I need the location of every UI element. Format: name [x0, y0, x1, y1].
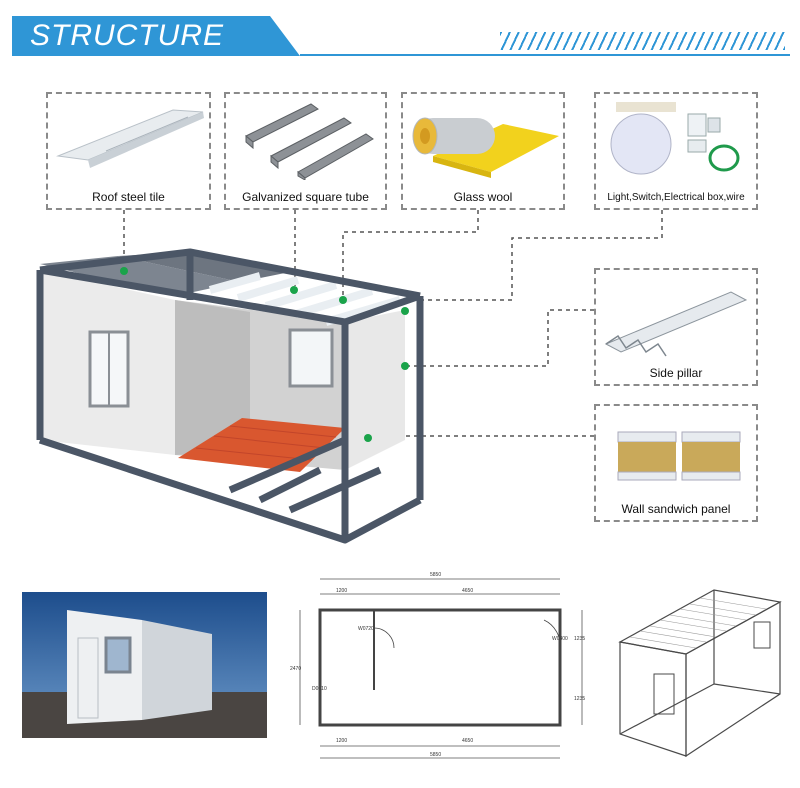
- dim-height-left: 2470: [290, 666, 301, 672]
- wall-panel-image: [617, 431, 741, 481]
- component-box-glass-wool: Glass wool: [401, 92, 565, 210]
- side-pillar-image: [604, 291, 748, 357]
- component-box-square-tube: Galvanized square tube: [224, 92, 387, 210]
- caption-roof-tile: Roof steel tile: [92, 190, 165, 204]
- floor-plan: 5850 1200 4650 2470 W0720 W0800 1235 123…: [290, 572, 585, 759]
- dim-right-bottom: 4650: [462, 738, 473, 744]
- caption-side-pillar: Side pillar: [649, 366, 703, 380]
- square-tube-image: [245, 103, 374, 180]
- dim-overall-bottom: 5850: [430, 752, 441, 758]
- header-band: [12, 16, 222, 56]
- glass-wool-image: [412, 117, 559, 178]
- header-hatch-decoration: [500, 32, 785, 50]
- header-band-tail: [210, 16, 300, 56]
- caption-electrical: Light,Switch,Electrical box,wire: [607, 192, 745, 203]
- wireframe-3d: [618, 589, 782, 758]
- dim-right-top: 4650: [462, 588, 473, 594]
- dim-left-top: 1200: [336, 588, 347, 594]
- caption-glass-wool: Glass wool: [453, 190, 513, 204]
- caption-wall-panel: Wall sandwich panel: [621, 502, 731, 516]
- component-box-wall-panel: Wall sandwich panel: [594, 404, 758, 522]
- component-box-roof-tile: Roof steel tile: [46, 92, 211, 210]
- header-underline: [300, 54, 790, 56]
- page-title: STRUCTURE: [30, 19, 224, 52]
- electrical-image: [610, 102, 740, 175]
- dim-door: W0720: [358, 626, 374, 632]
- component-box-electrical: Light,Switch,Electrical box,wire: [594, 92, 758, 210]
- container-photo: [22, 592, 267, 738]
- roof-tile-image: [56, 109, 204, 168]
- caption-square-tube: Galvanized square tube: [242, 190, 369, 204]
- dim-left-bottom: 1200: [336, 738, 347, 744]
- dim-overall-top: 5850: [430, 572, 441, 578]
- dim-right-b: 1235: [574, 696, 585, 702]
- dim-right-a: 1235: [574, 636, 585, 642]
- component-box-side-pillar: Side pillar: [594, 268, 758, 386]
